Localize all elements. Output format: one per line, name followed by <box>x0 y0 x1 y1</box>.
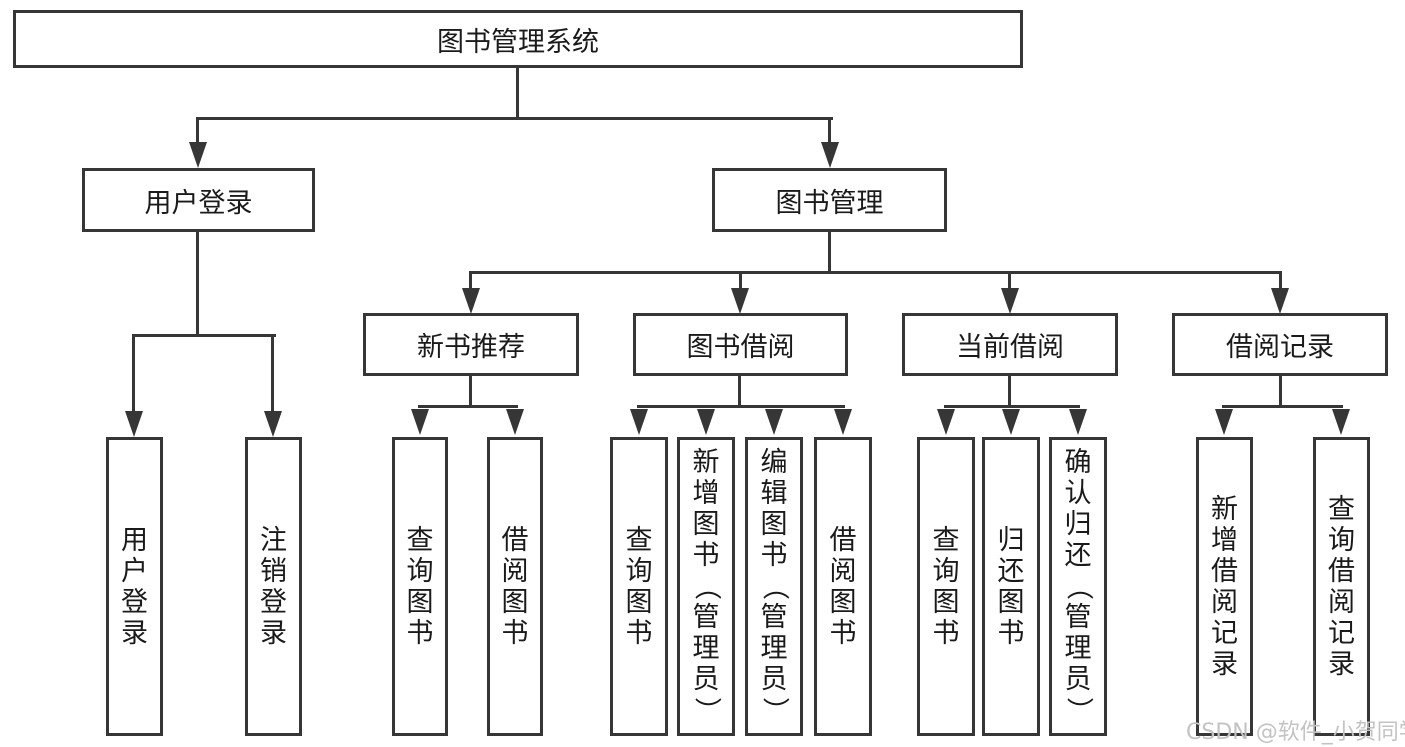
leaf-current-query-books: 查询图书 <box>917 437 975 736</box>
node-book-borrow: 图书借阅 <box>633 313 848 376</box>
leaf-borrow-query-books: 查询图书 <box>610 437 668 736</box>
leaf-records-query-record: 查询借阅记录 <box>1313 437 1370 736</box>
leaf-label: 新增图书（管理员） <box>690 447 722 724</box>
connector-drop-records <box>1279 274 1282 290</box>
leaf-records-add-record: 新增借阅记录 <box>1196 437 1253 736</box>
connector-drop-leaf-login <box>132 336 135 412</box>
arrowhead-down-icon <box>697 409 715 435</box>
leaf-borrow-borrow-books: 借阅图书 <box>814 437 872 736</box>
leaf-label: 新增借阅记录 <box>1211 493 1238 680</box>
node-user-login: 用户登录 <box>82 168 315 232</box>
arrowhead-down-icon <box>1332 409 1350 435</box>
arrowhead-down-icon <box>462 288 480 314</box>
connector-records-stub <box>1279 376 1282 407</box>
node-current-borrow: 当前借阅 <box>902 313 1118 376</box>
node-new-book-recommend: 新书推荐 <box>363 313 579 376</box>
connector-current-stub <box>1008 376 1011 407</box>
arrowhead-down-icon <box>1271 288 1289 314</box>
connector-level1-hline <box>196 117 833 120</box>
connector-records-hline <box>1222 405 1343 408</box>
leaf-label: 查询借阅记录 <box>1328 493 1355 680</box>
arrowhead-down-icon <box>411 409 429 435</box>
arrowhead-down-icon <box>1215 409 1233 435</box>
leaf-current-confirm-return-admin: 确认归还（管理员） <box>1049 437 1107 736</box>
connector-drop-user-login <box>196 120 199 144</box>
connector-recommend-stub <box>469 376 472 407</box>
connector-book-mgmt-stub <box>828 232 831 274</box>
node-book-mgmt: 图书管理 <box>712 168 947 232</box>
arrowhead-down-icon <box>834 409 852 435</box>
leaf-label: 注销登录 <box>260 524 287 649</box>
arrowhead-down-icon <box>630 409 648 435</box>
connector-user-login-hline <box>132 334 276 337</box>
leaf-logout: 注销登录 <box>245 437 302 736</box>
connector-root-stub <box>516 68 519 120</box>
connector-drop-current <box>1008 274 1011 290</box>
connector-user-login-stub <box>196 232 199 336</box>
arrowhead-down-icon <box>506 409 524 435</box>
arrowhead-down-icon <box>1002 409 1020 435</box>
leaf-label: 归还图书 <box>997 524 1025 649</box>
arrowhead-down-icon <box>731 288 749 314</box>
arrowhead-down-icon <box>264 411 282 437</box>
connector-drop-book-mgmt <box>828 120 831 144</box>
connector-borrow-stub <box>738 376 741 407</box>
leaf-label: 编辑图书（管理员） <box>758 447 790 724</box>
leaf-label: 借阅图书 <box>829 524 857 649</box>
arrowhead-down-icon <box>189 142 207 168</box>
leaf-label: 确认归还（管理员） <box>1062 447 1094 724</box>
connector-drop-borrow <box>739 274 742 290</box>
leaf-recommend-borrow-books: 借阅图书 <box>487 437 543 736</box>
arrowhead-down-icon <box>1001 288 1019 314</box>
leaf-borrow-edit-books-admin: 编辑图书（管理员） <box>745 437 803 736</box>
leaf-borrow-add-books-admin: 新增图书（管理员） <box>677 437 735 736</box>
arrowhead-down-icon <box>765 409 783 435</box>
connector-drop-recommend <box>469 274 472 290</box>
leaf-label: 用户登录 <box>121 524 148 649</box>
leaf-label: 借阅图书 <box>501 524 529 649</box>
connector-borrow-hline <box>637 405 845 408</box>
leaf-recommend-query-books: 查询图书 <box>392 437 448 736</box>
connector-drop-leaf-logout <box>271 336 274 412</box>
leaf-user-login: 用户登录 <box>106 437 163 736</box>
connector-current-hline <box>944 405 1080 408</box>
node-borrow-records: 借阅记录 <box>1172 313 1388 376</box>
arrowhead-down-icon <box>1069 409 1087 435</box>
leaf-current-return-books: 归还图书 <box>982 437 1040 736</box>
leaf-label: 查询图书 <box>625 524 653 649</box>
connector-level3-hline <box>469 271 1282 274</box>
leaf-label: 查询图书 <box>932 524 960 649</box>
node-root: 图书管理系统 <box>13 10 1023 68</box>
watermark: CSDN @软件_小贺同学 <box>1186 720 1405 745</box>
arrowhead-down-icon <box>821 142 839 168</box>
arrowhead-down-icon <box>937 409 955 435</box>
leaf-label: 查询图书 <box>406 524 434 649</box>
arrowhead-down-icon <box>125 411 143 437</box>
connector-recommend-hline <box>418 405 518 408</box>
